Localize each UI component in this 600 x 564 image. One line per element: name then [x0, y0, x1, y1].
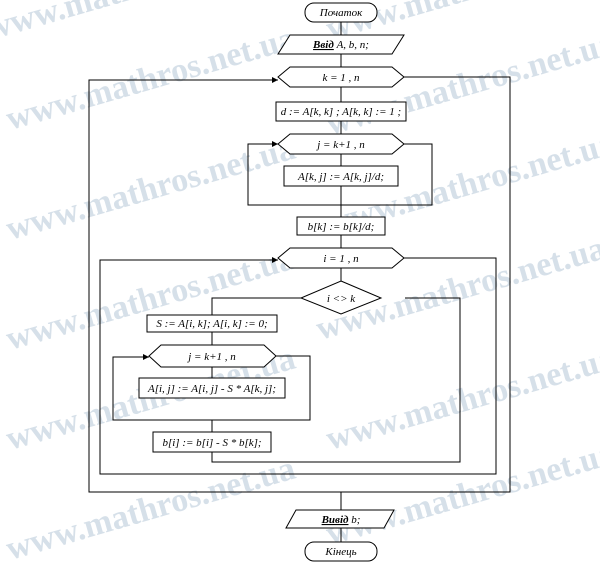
assign-aij-block: A[i, j] := A[i, j] - S * A[k, j];: [138, 377, 286, 399]
assign-bk-label: b[k] := b[k]/d;: [308, 221, 375, 233]
assign-aij-rect: [138, 377, 286, 399]
watermark-text: www.mathros.net.ua: [2, 20, 299, 138]
start-block: Початок: [304, 2, 378, 23]
assign-d-rect: [275, 101, 407, 122]
loop-j1-return: [247, 143, 433, 206]
end-terminator: [304, 541, 378, 562]
loop-i-return: [99, 257, 497, 475]
loop-k-label: k = 1 , n: [322, 72, 360, 84]
assign-akj-rect: [283, 165, 399, 187]
cond-block: i <> k: [299, 280, 383, 315]
loop-j2-block: j = k+1 , n: [148, 344, 277, 368]
assign-d-label: d := A[k, k] ; A[k, k] := 1 ;: [281, 106, 401, 118]
input-label: Ввід A, b, n;: [312, 39, 369, 51]
input-keyword: Ввід: [312, 39, 334, 51]
loop-j1-hexagon: [277, 133, 405, 155]
output-block: Вивід b;: [285, 509, 395, 529]
loop-i-label: i = 1 , n: [323, 253, 359, 265]
assign-d-block: d := A[k, k] ; A[k, k] := 1 ;: [275, 101, 407, 122]
arrow-head: [272, 141, 278, 147]
connectors: [88, 22, 511, 542]
start-label: Початок: [319, 7, 363, 19]
loop-j2-hexagon: [148, 344, 277, 368]
watermark-text: www.mathros.net.ua: [2, 450, 299, 564]
input-block: Ввід A, b, n;: [277, 34, 405, 55]
assign-s-rect: [146, 314, 278, 333]
loop-j1-block: j = k+1 , n: [277, 133, 405, 155]
loop-k-block: k = 1 , n: [277, 66, 405, 88]
loop-j2-label: j = k+1 , n: [186, 351, 236, 363]
assign-s-block: S := A[i, k]; A[i, k] := 0;: [146, 314, 278, 333]
end-label: Кінець: [324, 546, 356, 558]
loop-j1-label: j = k+1 , n: [315, 139, 365, 151]
assign-aij-label: A[i, j] := A[i, j] - S * A[k, j];: [147, 383, 276, 395]
watermark-text: www.mathros.net.ua: [322, 435, 600, 553]
loop-k-hexagon: [277, 66, 405, 88]
output-label: Вивід b;: [321, 514, 361, 526]
assign-akj-block: A[k, j] := A[k, j]/d;: [283, 165, 399, 187]
assign-bi-rect: [152, 431, 272, 453]
loop-i-block: i = 1 , n: [277, 247, 405, 269]
assign-bk-block: b[k] := b[k]/d;: [296, 216, 386, 236]
cond-diamond: [299, 280, 383, 315]
output-keyword: Вивід: [321, 514, 349, 526]
arrow-head: [143, 354, 149, 360]
watermark-text: www.mathros.net.ua: [322, 340, 600, 458]
cond-yes-branch: [211, 297, 304, 315]
assign-bi-block: b[i] := b[i] - S * b[k];: [152, 431, 272, 453]
arrow-head: [272, 77, 278, 83]
input-args: A, b, n;: [334, 39, 369, 51]
assign-bk-rect: [296, 216, 386, 236]
cond-no-branch: [211, 297, 461, 463]
arrow-head: [272, 257, 278, 263]
watermark-text: www.mathros.net.ua: [2, 130, 299, 248]
assign-bi-label: b[i] := b[i] - S * b[k];: [162, 437, 261, 449]
input-parallelogram: [277, 34, 405, 55]
loop-i-hexagon: [277, 247, 405, 269]
cond-label: i <> k: [327, 293, 356, 305]
start-terminator: [304, 2, 378, 23]
loop-k-return: [88, 76, 511, 493]
output-args: b;: [348, 514, 360, 526]
assign-akj-label: A[k, j] := A[k, j]/d;: [297, 171, 384, 183]
output-parallelogram: [285, 509, 395, 529]
watermark-text: www.mathros.net.ua: [2, 240, 299, 358]
assign-s-label: S := A[i, k]; A[i, k] := 0;: [156, 318, 267, 330]
end-block: Кінець: [304, 541, 378, 562]
